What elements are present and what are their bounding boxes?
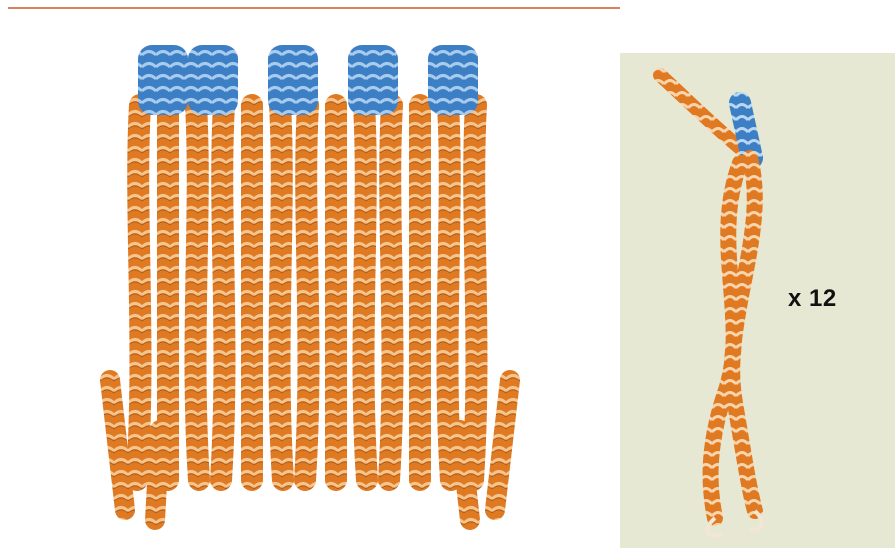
helix-splay xyxy=(110,380,125,510)
helix-splay xyxy=(155,430,160,520)
helix-cap xyxy=(138,45,188,115)
helix-cap xyxy=(348,45,398,115)
helix-tail xyxy=(660,75,740,148)
helix-bundle xyxy=(110,45,510,520)
helix-column xyxy=(280,105,283,480)
subunit-panel: x 12 xyxy=(620,53,895,548)
helix-cap xyxy=(740,103,752,158)
helix-column xyxy=(221,105,224,480)
helix-cap xyxy=(268,45,318,115)
assembled-protein-complex-image xyxy=(100,10,540,535)
helix-column xyxy=(448,105,451,480)
helix-splay xyxy=(495,380,510,510)
helix-cap xyxy=(428,45,478,115)
helix-column xyxy=(364,105,367,480)
helix-strand-b xyxy=(711,163,740,518)
multiplier-label: x 12 xyxy=(788,285,837,313)
helix-cap xyxy=(188,45,238,115)
helix-column xyxy=(305,105,308,480)
helix-column xyxy=(196,105,199,480)
helix-column xyxy=(389,105,392,480)
helix-column xyxy=(137,105,140,480)
top-divider-line xyxy=(8,7,620,9)
helix-column xyxy=(473,105,476,480)
helix-splay xyxy=(460,430,470,520)
single-subunit-image xyxy=(640,63,810,538)
